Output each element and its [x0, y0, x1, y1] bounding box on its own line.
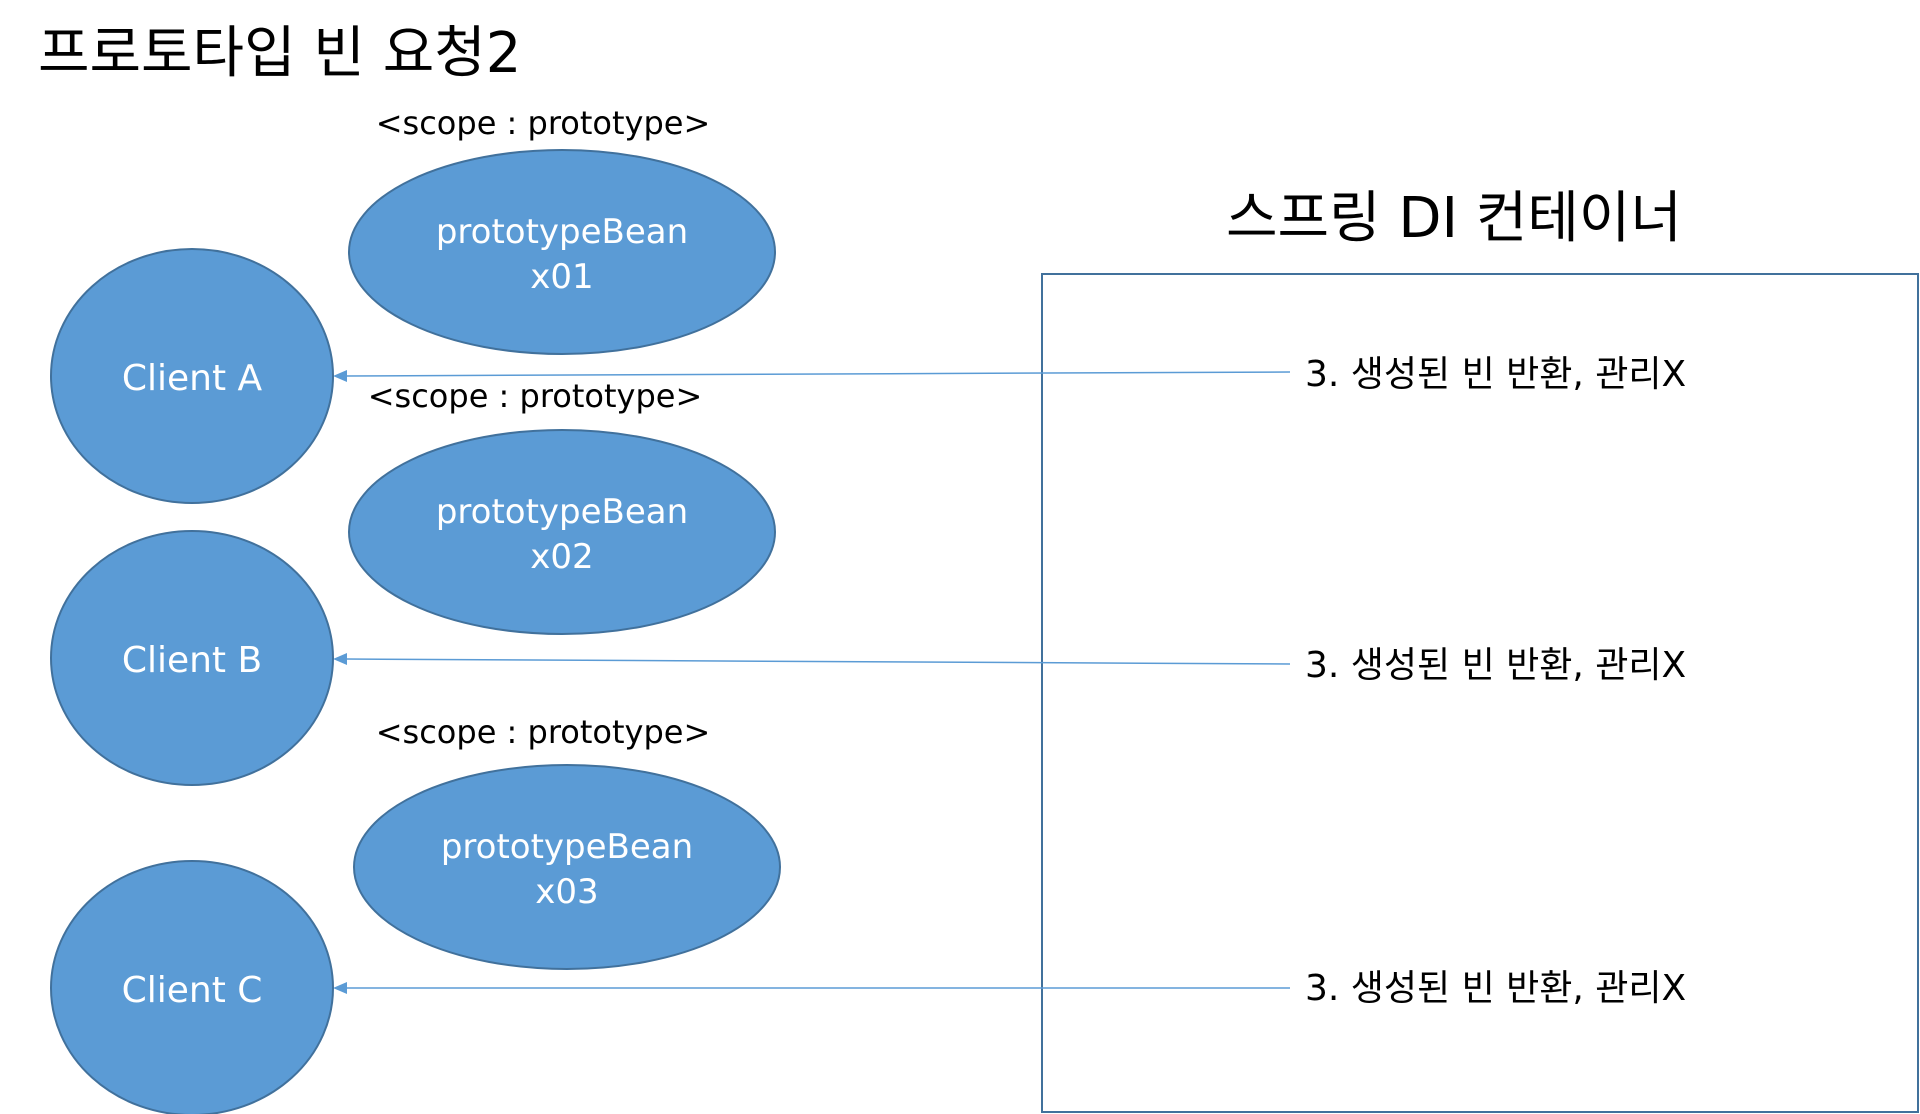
client-label-c: Client C [122, 970, 263, 1011]
spring-di-container-box [1041, 273, 1919, 1113]
container-title: 스프링 DI 컨테이너 [1226, 186, 1682, 251]
bean-name-2: prototypeBean [436, 492, 688, 532]
bean-node-x02: prototypeBean x02 [348, 429, 776, 635]
return-label-b: 3. 생성된 빈 반환, 관리X [1305, 645, 1686, 686]
scope-label-1: <scope : prototype> [376, 104, 711, 142]
bean-id-2: x02 [530, 537, 593, 577]
scope-label-2: <scope : prototype> [368, 377, 703, 415]
client-node-c: Client C [50, 860, 334, 1114]
client-node-a: Client A [50, 248, 334, 504]
diagram-title: 프로토타입 빈 요청2 [38, 21, 521, 86]
return-arrow-b [333, 653, 1291, 665]
client-node-b: Client B [50, 530, 334, 786]
return-label-c: 3. 생성된 빈 반환, 관리X [1305, 968, 1686, 1009]
return-arrow-a [333, 370, 1291, 382]
bean-name-3: prototypeBean [441, 827, 693, 867]
bean-name-1: prototypeBean [436, 212, 688, 252]
return-label-a: 3. 생성된 빈 반환, 관리X [1305, 354, 1686, 395]
return-arrow-c [333, 982, 1290, 994]
bean-id-1: x01 [530, 257, 593, 297]
scope-label-3: <scope : prototype> [376, 713, 711, 751]
client-label-b: Client B [122, 640, 262, 681]
bean-node-x01: prototypeBean x01 [348, 149, 776, 355]
bean-node-x03: prototypeBean x03 [353, 764, 781, 970]
client-label-a: Client A [122, 358, 263, 399]
bean-id-3: x03 [535, 872, 598, 912]
